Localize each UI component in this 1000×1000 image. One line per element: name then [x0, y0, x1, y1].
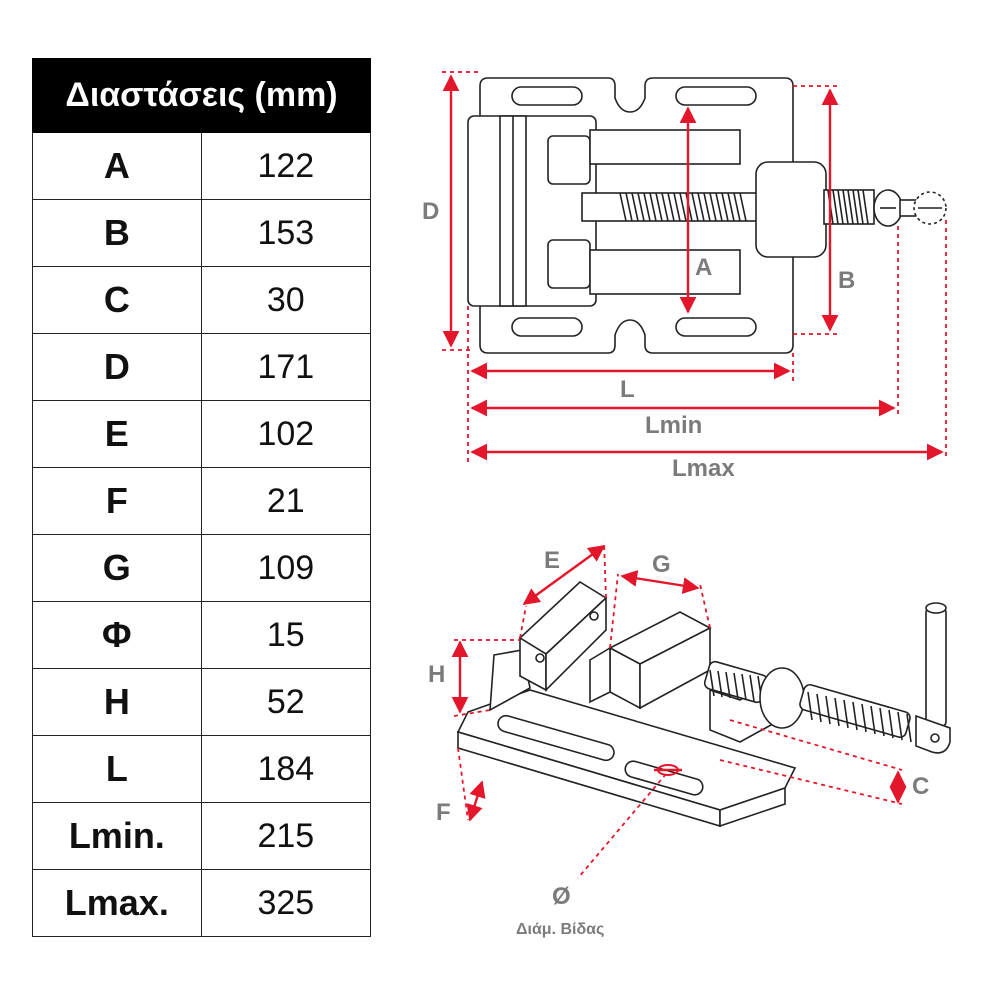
dimension-value: 15 — [200, 601, 372, 669]
dimension-key: D — [32, 333, 202, 401]
dimension-g-line — [620, 570, 700, 594]
dimension-key: G — [32, 534, 202, 602]
dimension-value: 30 — [200, 266, 372, 334]
dimension-value: 122 — [200, 132, 372, 200]
dimension-key: B — [32, 199, 202, 267]
lead-screw — [703, 660, 912, 743]
handle — [915, 602, 951, 754]
vise-top-view: D A B L Lmin Lmax — [422, 71, 947, 482]
dimension-key: A — [32, 132, 202, 200]
dimension-key: Φ — [32, 601, 202, 669]
label-phi: Ø — [552, 883, 571, 910]
dimension-value: 153 — [200, 199, 372, 267]
label-d: D — [422, 198, 439, 225]
dimension-key: Lmax. — [32, 869, 202, 937]
dimension-value: 52 — [200, 668, 372, 736]
guide-rail-lower — [589, 249, 741, 295]
dimension-value: 184 — [200, 735, 372, 803]
table-row: Lmin.215 — [32, 802, 372, 870]
dimension-e-line — [522, 545, 606, 605]
label-lmax: Lmax — [672, 455, 735, 482]
label-h: H — [428, 661, 445, 688]
dimension-key: Lmin. — [32, 802, 202, 870]
label-a: A — [695, 254, 712, 281]
screw-diameter-caption: Διάμ. Βίδας — [516, 921, 604, 938]
dimension-value: 109 — [200, 534, 372, 602]
label-lmin: Lmin — [645, 412, 702, 439]
label-f: F — [436, 799, 451, 826]
dimension-key: L — [32, 735, 202, 803]
table-header-row: Διαστάσεις (mm) — [32, 58, 371, 133]
label-e: E — [544, 547, 560, 574]
dimension-value: 21 — [200, 467, 372, 535]
screw-hole-marker — [577, 764, 682, 879]
table-row: Lmax.325 — [32, 869, 372, 937]
lead-screw — [581, 161, 875, 258]
dimension-key: C — [32, 266, 202, 334]
dimension-key: H — [32, 668, 202, 736]
label-c: C — [912, 773, 929, 800]
dimension-value: 102 — [200, 400, 372, 468]
dimension-value: 215 — [200, 802, 372, 870]
handle — [873, 189, 947, 227]
dimension-value: 325 — [200, 869, 372, 937]
vise-isometric-view: E G H F C Ø Διάμ. Βίδας — [428, 541, 951, 938]
dimension-key: F — [32, 467, 202, 535]
dimension-value: 171 — [200, 333, 372, 401]
table-header: Διαστάσεις (mm) — [32, 58, 371, 133]
fixed-jaw — [467, 115, 597, 307]
guide-rail-upper — [589, 129, 741, 165]
label-l: L — [620, 376, 635, 403]
label-b: B — [838, 267, 855, 294]
dimension-key: E — [32, 400, 202, 468]
dimension-f-line — [466, 780, 486, 822]
label-g: G — [652, 551, 671, 578]
